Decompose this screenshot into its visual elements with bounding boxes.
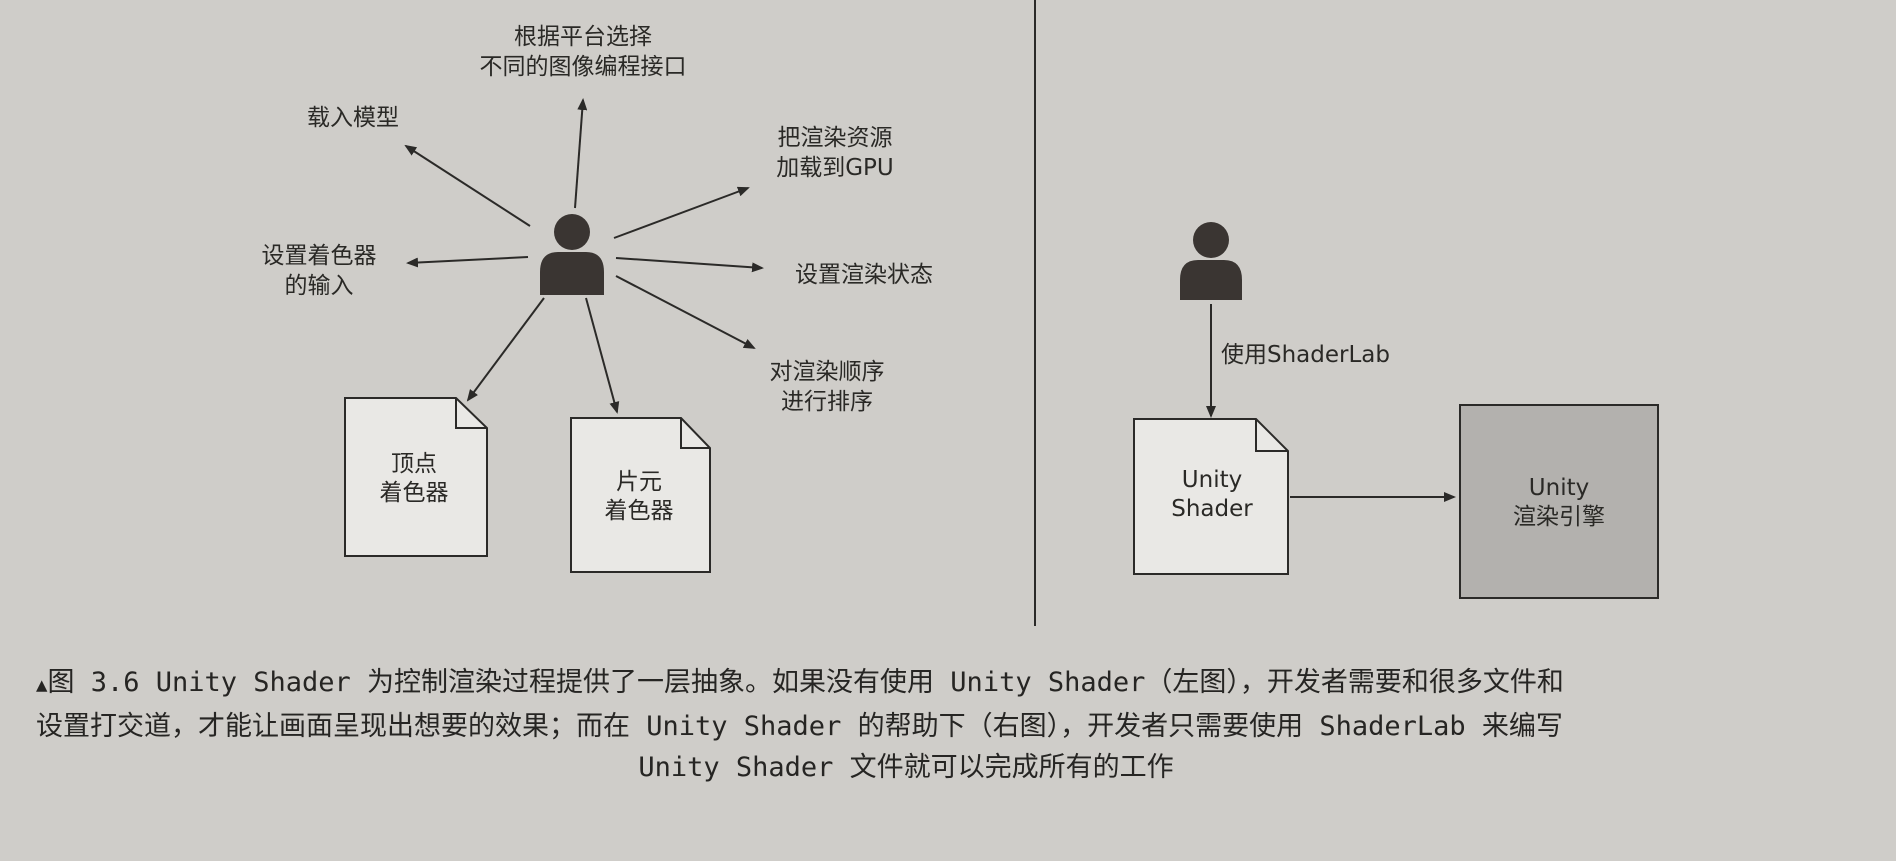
caption-line-2: 设置打交道，才能让画面呈现出想要的效果；而在 Unity Shader 的帮助下… xyxy=(36,711,1563,742)
arrow-to-load-model xyxy=(404,144,531,227)
vertex-shader-label: 顶点 着色器 xyxy=(379,451,449,506)
label-render-order: 对渲染顺序 进行排序 xyxy=(769,359,885,415)
render-engine-label: Unity 渲染引擎 xyxy=(1513,475,1605,530)
unity-shader-document xyxy=(1133,418,1289,575)
arrow-to-vertex-shader xyxy=(466,297,545,402)
label-render-state: 设置渲染状态 xyxy=(795,262,933,288)
fragment-shader-label: 片元 着色器 xyxy=(604,469,674,524)
arrow-to-render-state xyxy=(615,257,764,273)
unity-shader-label: Unity Shader xyxy=(1171,467,1253,522)
caption-marker: ▲ xyxy=(36,674,48,696)
label-shaderlab: 使用ShaderLab xyxy=(1221,342,1390,368)
caption-line-1: ▲图 3.6 Unity Shader 为控制渲染过程提供了一层抽象。如果没有使… xyxy=(36,667,1564,698)
person-icon-left xyxy=(540,214,604,295)
figure-caption: ▲图 3.6 Unity Shader 为控制渲染过程提供了一层抽象。如果没有使… xyxy=(36,662,1866,788)
arrow-to-choose-api xyxy=(574,98,588,209)
fragment-shader-document xyxy=(570,417,711,573)
arrow-to-render-order xyxy=(615,275,756,349)
render-engine-box xyxy=(1459,404,1659,599)
label-choose-api: 根据平台选择 不同的图像编程接口 xyxy=(479,24,687,80)
arrow-to-load-gpu xyxy=(613,186,750,239)
label-shader-input: 设置着色器 的输入 xyxy=(261,243,377,299)
person-icon-right xyxy=(1180,222,1242,300)
arrow-to-fragment-shader xyxy=(585,297,620,414)
caption-line-3: Unity Shader 文件就可以完成所有的工作 xyxy=(638,752,1174,783)
label-load-model: 载入模型 xyxy=(307,105,399,131)
label-load-gpu: 把渲染资源 加载到GPU xyxy=(776,125,894,181)
vertex-shader-document xyxy=(344,397,488,557)
arrow-to-shader-input xyxy=(406,256,529,268)
